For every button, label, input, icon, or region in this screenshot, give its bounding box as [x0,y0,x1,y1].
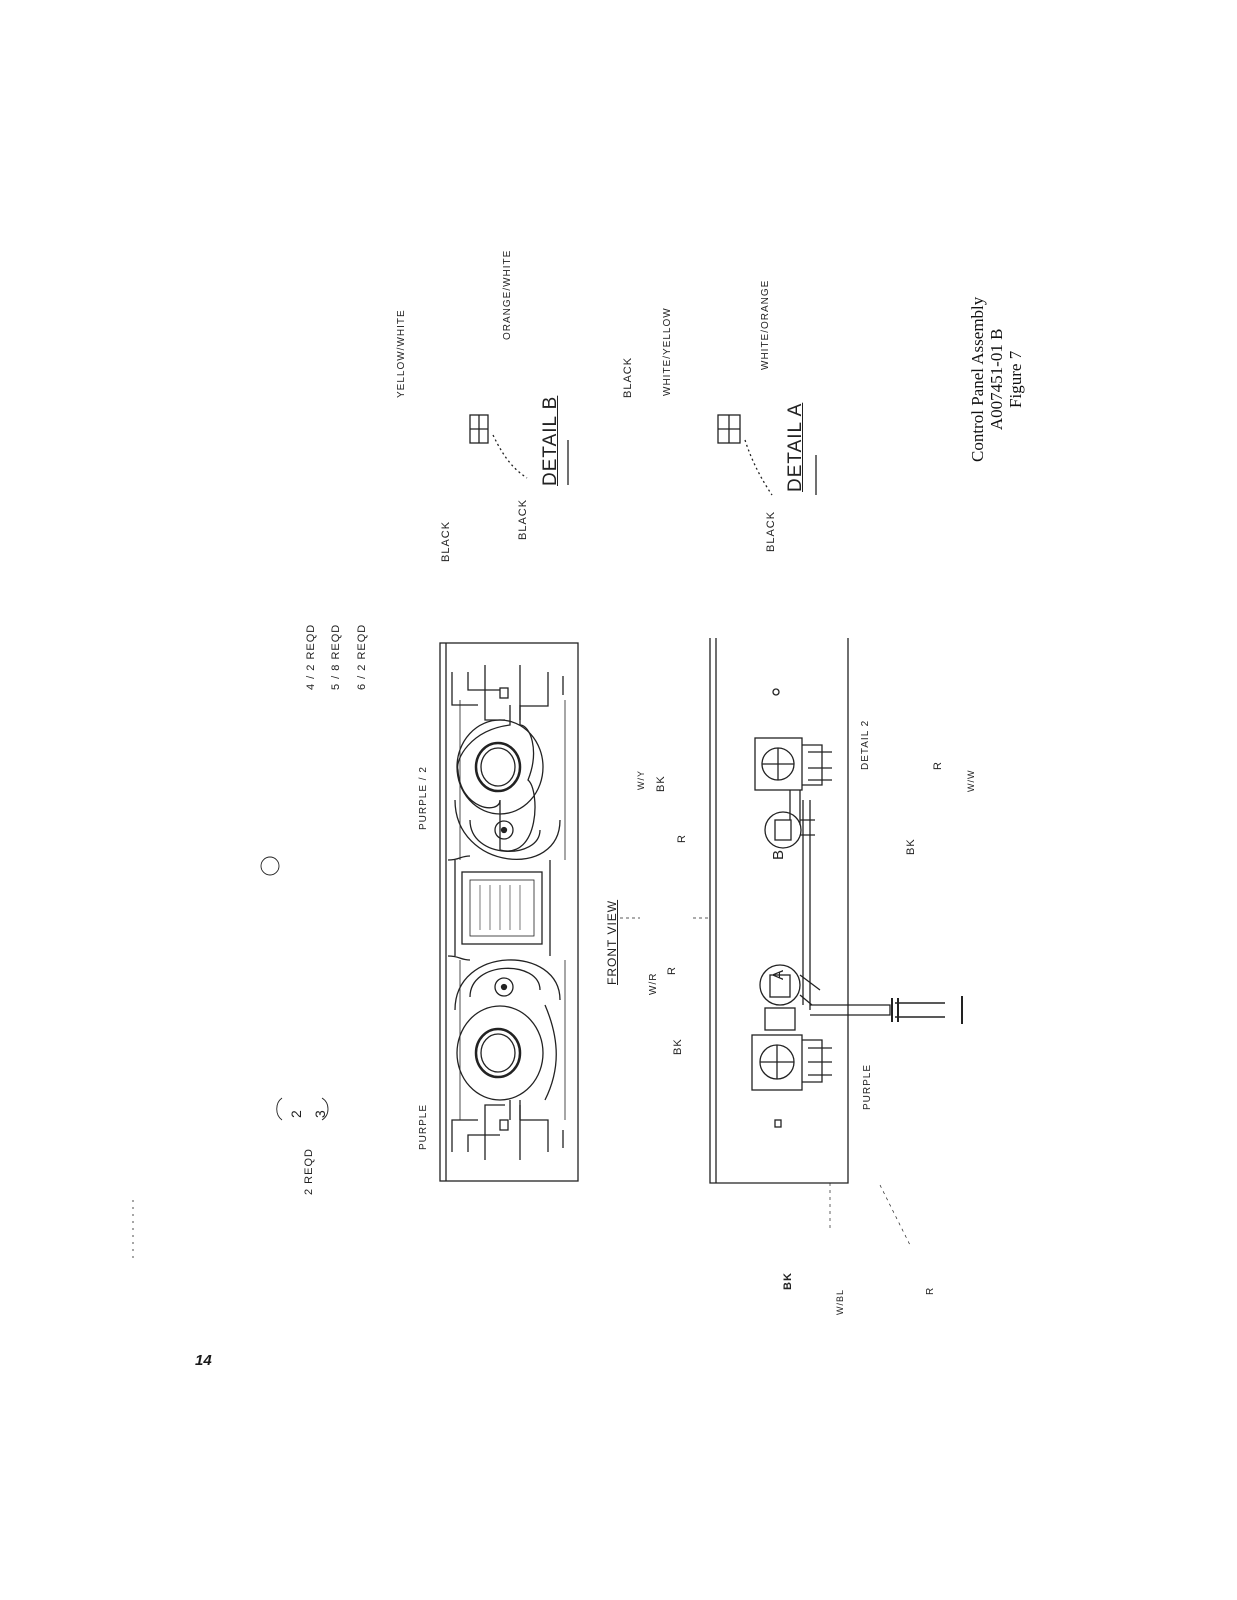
wire-code-r: R [666,966,678,975]
detail-b-wire-orange-white: ORANGE/WHITE [502,249,513,340]
detail-b-drawing [469,414,569,485]
wire-code-ww: W/W [966,769,976,793]
wire-code-wy: W/Y [636,770,646,790]
detail-a-title: DETAIL A [785,402,806,492]
caption-figure-number: Figure 7 [1006,350,1025,408]
detail-b-wire-black-1: BLACK [440,520,452,562]
rear-view-panel [709,638,963,1246]
caption-title: Control Panel Assembly [968,296,987,462]
callout-4-2-reqd: 4 / 2 REQD [305,623,317,690]
detail-b-wire-black-2: BLACK [517,498,529,540]
detail-a-drawing [717,414,817,496]
detail-b-wire-yellow-white: YELLOW/WHITE [396,309,407,398]
wire-code-bk: BK [905,838,917,855]
caption-part-number: A007451-01 B [987,328,1006,431]
wire-code-r: R [925,1286,936,1295]
wire-code-bk: BK [672,1038,684,1055]
callout-6-2-reqd: 6 / 2 REQD [356,623,368,690]
callout-5-8-reqd: 5 / 8 REQD [330,623,342,690]
page-number: 14 [195,1352,212,1369]
rear-detail-2-label: DETAIL 2 [860,719,871,770]
wire-code-wbl: W/BL [835,1288,845,1315]
figure-caption: Control Panel Assembly A007451-01 B Figu… [968,297,1025,462]
wire-code-r: R [932,761,944,770]
detail-a-wire-black-2: BLACK [765,510,777,552]
rear-detail-b-ref: B [770,848,787,860]
detail-a-wire-white-orange: WHITE/ORANGE [760,279,771,370]
rear-purple-label: PURPLE [862,1063,873,1110]
detail-a-wire-black-1: BLACK [622,356,634,398]
callout-ref-3: 3 [312,1109,328,1118]
thermostat-label-left: PURPLE [418,1103,429,1150]
wire-code-bk: BK [655,775,667,792]
callout-ref-2: 2 [288,1109,304,1118]
callout-2-reqd-left: 2 REQD [303,1148,315,1195]
front-view-label: FRONT VIEW [605,899,619,985]
wire-code-r: R [676,834,688,843]
rear-detail-a-ref: A [770,968,787,980]
thermostat-label-right: PURPLE / 2 [418,766,429,830]
front-view-panel [439,642,579,1182]
wire-code-wr: W/R [648,972,659,995]
detail-a-wire-white-yellow: WHITE/YELLOW [662,307,673,396]
detail-b-title: DETAIL B [540,395,561,486]
wire-code-bk: BK [782,1272,794,1290]
